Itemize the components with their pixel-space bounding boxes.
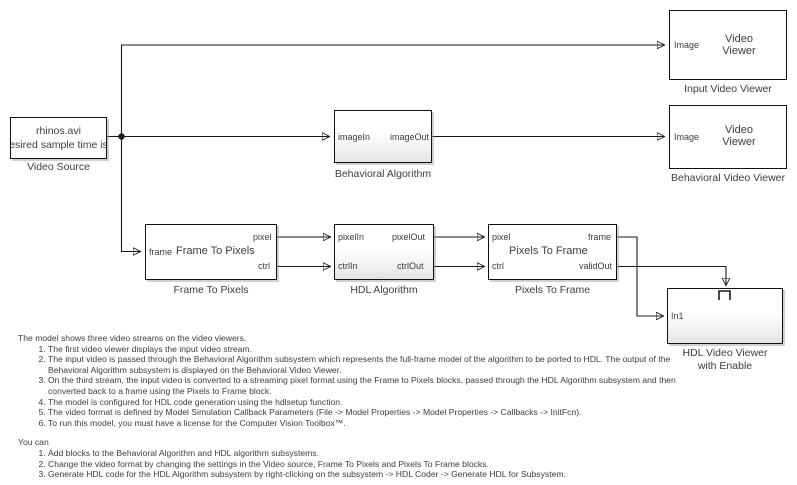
list-item: The model is configured for HDL code gen… [48, 397, 678, 408]
hdl-algorithm-port-pixelin: pixelIn [338, 232, 365, 242]
behavioral-video-viewer-block[interactable] [669, 105, 787, 169]
list-item: On the third stream, the input video is … [48, 375, 678, 396]
pixels-to-frame-block[interactable] [488, 224, 617, 280]
hdl-algorithm-port-ctrlin: ctrlIn [338, 261, 358, 271]
enable-pulse-icon [718, 290, 731, 300]
signal-junction [118, 133, 125, 140]
input-video-viewer-caption: Input Video Viewer [684, 83, 772, 95]
hdl-algorithm-port-pixelout: pixelOut [392, 232, 426, 242]
behavioral-algorithm-port-imagein: imageIn [338, 132, 371, 142]
annotation-spacer [18, 428, 678, 437]
video-source-block[interactable]: rhinos.avi esired sample time is [10, 117, 107, 159]
frame-to-pixels-port-ctrl: ctrl [258, 261, 270, 271]
hdl-video-viewer-caption: HDL Video Viewer with Enable [682, 347, 768, 372]
behavioral-video-viewer-port-image: Image [674, 132, 700, 142]
frame-to-pixels-block[interactable] [145, 224, 277, 280]
pixels-to-frame-port-validout: validOut [579, 261, 613, 271]
list-item: Generate HDL code for the HDL Algorithm … [48, 469, 678, 480]
behavioral-video-viewer-caption: Behavioral Video Viewer [670, 172, 786, 184]
behavioral-video-viewer-inner-text: Video Viewer [722, 124, 756, 148]
behavioral-algorithm-caption: Behavioral Algorithm [334, 168, 432, 180]
model-annotation: The model shows three video streams on t… [18, 333, 678, 480]
pixels-to-frame-port-ctrl: ctrl [492, 261, 504, 271]
list-item: The input video is passed through the Be… [48, 354, 678, 375]
frame-to-pixels-inner-text: Frame To Pixels [176, 245, 255, 257]
frame-to-pixels-caption: Frame To Pixels [173, 284, 249, 296]
hdl-video-viewer-block[interactable] [667, 288, 783, 344]
hdl-algorithm-port-ctrlout: ctrlOut [397, 261, 424, 271]
video-source-caption: Video Source [27, 161, 90, 173]
annotation-list-2: Add blocks to the Behavioral Algorithm a… [18, 448, 678, 480]
annotation-lead-1: The model shows three video streams on t… [18, 333, 247, 343]
list-item: To run this model, you must have a licen… [48, 418, 678, 429]
annotation-lead-2: You can [18, 437, 49, 448]
frame-to-pixels-port-pixel: pixel [253, 232, 272, 242]
pixels-to-frame-caption: Pixels To Frame [514, 284, 591, 296]
video-source-sampletime: esired sample time is [10, 139, 107, 151]
behavioral-algorithm-block[interactable] [334, 110, 432, 163]
input-video-viewer-inner-text: Video Viewer [722, 33, 756, 57]
hdl-algorithm-caption: HDL Algorithm [350, 284, 418, 296]
video-source-filename: rhinos.avi [36, 125, 81, 137]
list-item: Add blocks to the Behavioral Algorithm a… [48, 448, 678, 459]
annotation-list-1: The first video viewer displays the inpu… [18, 344, 678, 429]
frame-to-pixels-port-frame: frame [149, 247, 173, 257]
hdl-algorithm-block[interactable] [334, 224, 434, 280]
list-item: The first video viewer displays the inpu… [48, 344, 678, 355]
pixels-to-frame-port-pixel: pixel [492, 232, 511, 242]
behavioral-algorithm-port-imageout: imageOut [390, 132, 430, 142]
pixels-to-frame-port-frame: frame [588, 232, 612, 242]
input-video-viewer-block[interactable] [669, 10, 787, 80]
list-item: The video format is defined by Model Sim… [48, 407, 678, 418]
list-item: Change the video format by changing the … [48, 459, 678, 470]
input-video-viewer-port-image: Image [674, 40, 700, 50]
hdl-video-viewer-port-in1: In1 [671, 311, 684, 321]
pixels-to-frame-inner-text: Pixels To Frame [509, 245, 588, 257]
